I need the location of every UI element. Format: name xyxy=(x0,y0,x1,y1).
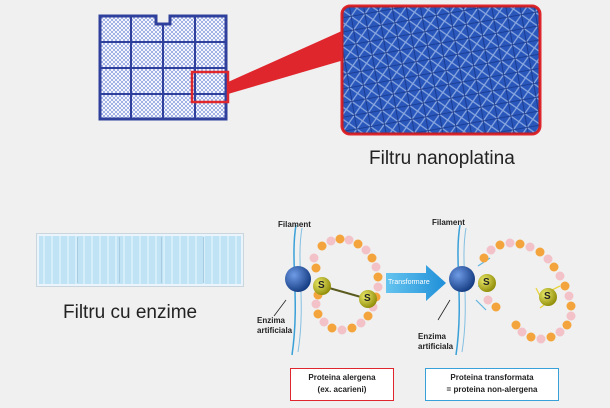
box-allergen-line1: Proteina alergena xyxy=(308,373,376,382)
sulfur-label: S xyxy=(364,293,371,304)
label-enzyme-left-2: artificiala xyxy=(257,326,293,335)
enzyme-filter xyxy=(36,233,244,287)
box-allergen: Proteina alergena (ex. acarieni) xyxy=(290,368,394,401)
molecule-after xyxy=(437,224,576,356)
sulfur-label: S xyxy=(483,277,490,288)
enzyme-ball-right xyxy=(449,266,475,292)
sulfur-atom xyxy=(539,288,557,306)
filter-grid xyxy=(98,14,228,121)
sulfur-atom xyxy=(359,290,377,308)
label-filament-right: Filament xyxy=(432,218,465,227)
box-allergen-line2: (ex. acarieni) xyxy=(317,385,367,394)
label-enzyme-right-2: artificiala xyxy=(418,342,454,351)
sulfur-label: S xyxy=(544,291,551,302)
label-enzyme-left-1: Enzima xyxy=(257,316,286,325)
box-transformed: Proteina transformata = proteina non-ale… xyxy=(425,368,559,401)
zoom-wedge xyxy=(228,30,344,94)
protein-chain xyxy=(479,238,576,344)
sulfur-atom xyxy=(313,277,331,295)
caption-enzime: Filtru cu enzime xyxy=(63,302,198,323)
sulfur-atom xyxy=(478,274,496,292)
enzyme-ball-left xyxy=(285,266,311,292)
arrow-label: Transformare xyxy=(388,279,430,286)
molecule-before xyxy=(273,224,383,356)
box-transformed-line1: Proteina transformata xyxy=(450,373,534,382)
sulfur-label: S xyxy=(318,280,325,291)
caption-nanoplatina: Filtru nanoplatina xyxy=(369,148,515,169)
protein-chain xyxy=(309,234,383,335)
label-filament-left: Filament xyxy=(278,220,311,229)
label-enzyme-right-1: Enzima xyxy=(418,332,447,341)
zoom-panel xyxy=(340,4,542,136)
transform-arrow xyxy=(386,265,446,301)
box-transformed-line2: = proteina non-alergena xyxy=(446,385,538,394)
